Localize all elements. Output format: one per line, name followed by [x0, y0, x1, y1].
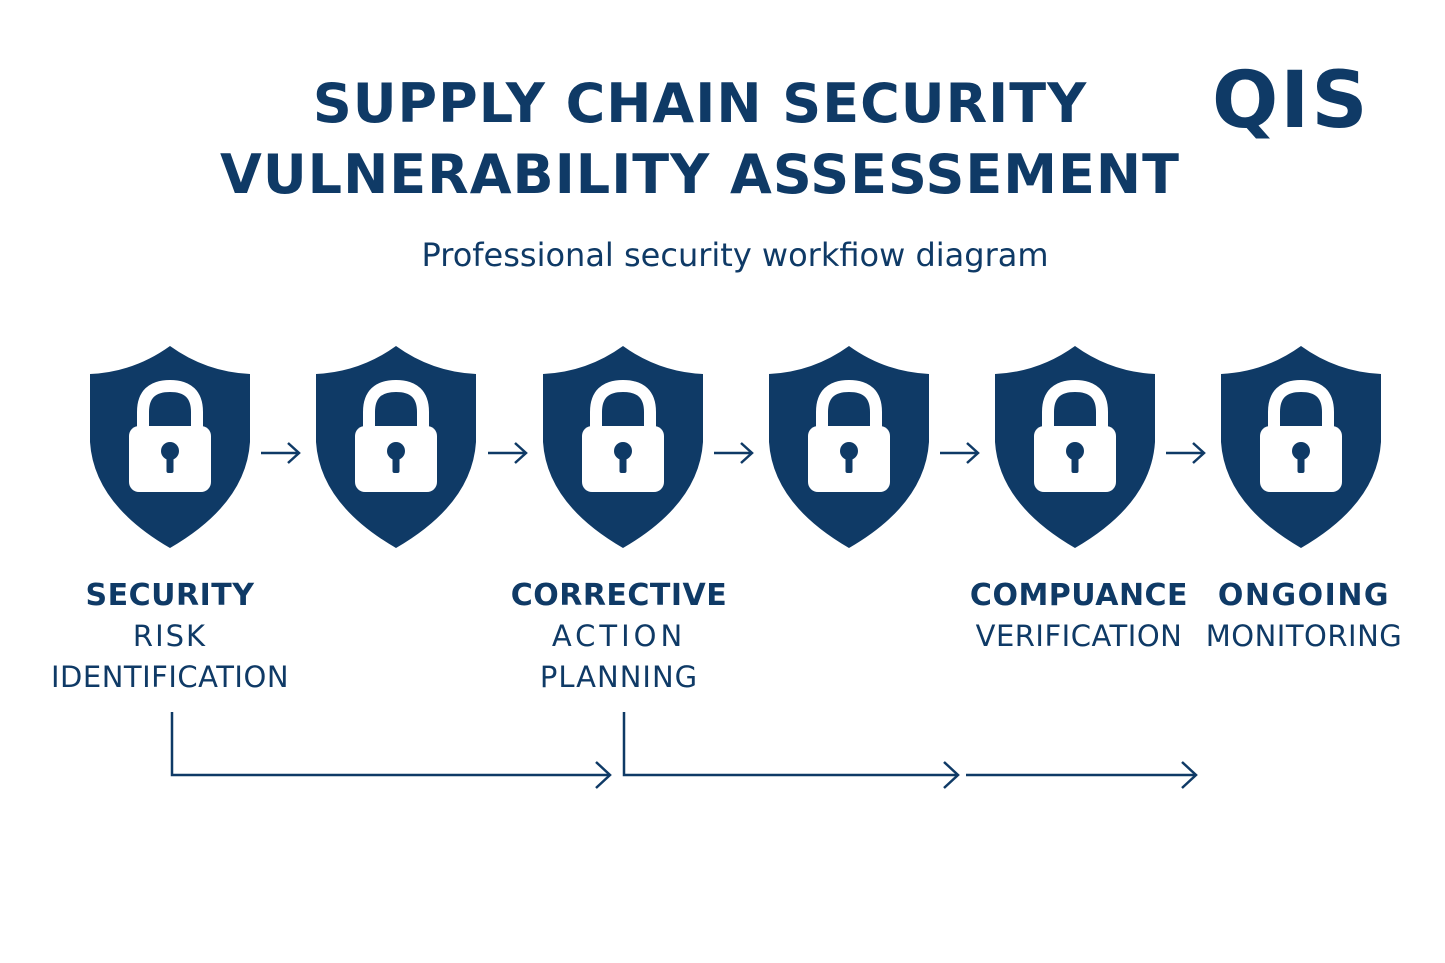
arrowhead-icon — [1181, 761, 1198, 789]
connector-line — [622, 712, 958, 777]
connector-line — [170, 712, 610, 777]
step-label-line: MONITORING — [1205, 619, 1403, 653]
arrow-right-icon — [488, 442, 528, 464]
subtitle: Professional security workfiow diagram — [421, 236, 1049, 274]
shield-lock-icon — [316, 346, 476, 548]
step-label-line: VERIFICATION — [975, 619, 1183, 653]
arrow-right-icon — [261, 442, 301, 464]
shield-lock-icon — [769, 346, 929, 548]
arrow-right-icon — [714, 442, 754, 464]
shield-lock-icon — [995, 346, 1155, 548]
step-label-ongoing-monitoring: ONGOING MONITORING — [1174, 575, 1434, 657]
step-label-corrective-action-planning: CORRECTIVE ACTION PLANNING — [489, 575, 749, 698]
step-label-line: CORRECTIVE — [510, 578, 728, 613]
step-label-line: IDENTIFICATION — [50, 660, 290, 694]
shield-lock-icon — [1221, 346, 1381, 548]
step-label-line: RISK — [132, 619, 208, 653]
step-label-compliance-verification: COMPUANCE VERIFICATION — [949, 575, 1209, 657]
step-label-line: ONGOING — [1217, 578, 1391, 613]
title-line-1: SUPPLY CHAIN SECURITY — [312, 72, 1088, 135]
step-label-line: COMPUANCE — [969, 578, 1189, 613]
arrow-right-icon — [940, 442, 980, 464]
shield-lock-icon — [90, 346, 250, 548]
arrowhead-icon — [595, 761, 612, 789]
arrowhead-icon — [943, 761, 960, 789]
step-label-line: ACTION — [551, 619, 687, 653]
step-label-line: PLANNING — [539, 660, 699, 694]
step-label-security-risk-identification: SECURITY RISK IDENTIFICATION — [40, 575, 300, 698]
step-label-line: SECURITY — [85, 578, 255, 613]
arrow-right-icon — [1166, 442, 1206, 464]
shield-lock-icon — [543, 346, 703, 548]
title-line-2: VULNERABILITY ASSESSEMENT — [220, 143, 1180, 206]
qis-logo: QIS — [1212, 56, 1370, 146]
